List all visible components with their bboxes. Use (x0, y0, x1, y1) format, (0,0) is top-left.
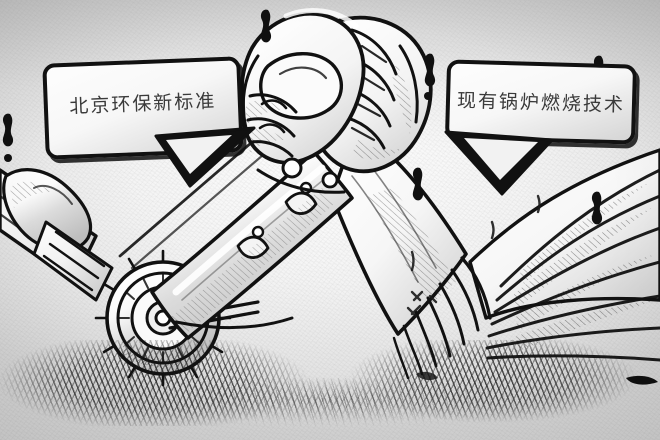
ground-shadow-hatching (0, 340, 660, 426)
wrist-pin (256, 157, 346, 194)
speech-bubble-right-tail (444, 130, 554, 196)
speech-bubble-right-text: 现有锅炉燃烧技术 (456, 89, 626, 116)
speech-bubble-left-tail (154, 126, 256, 188)
arm-plate-block (32, 220, 114, 302)
ground-shadow-hatching-secondary (40, 378, 620, 432)
ground-shadow (0, 320, 660, 440)
speech-bubble-left-text: 北京环保新标准 (68, 89, 217, 118)
motion-ticks (406, 194, 541, 318)
clasped-fists (239, 8, 433, 194)
right-arm-muscular (330, 126, 660, 380)
